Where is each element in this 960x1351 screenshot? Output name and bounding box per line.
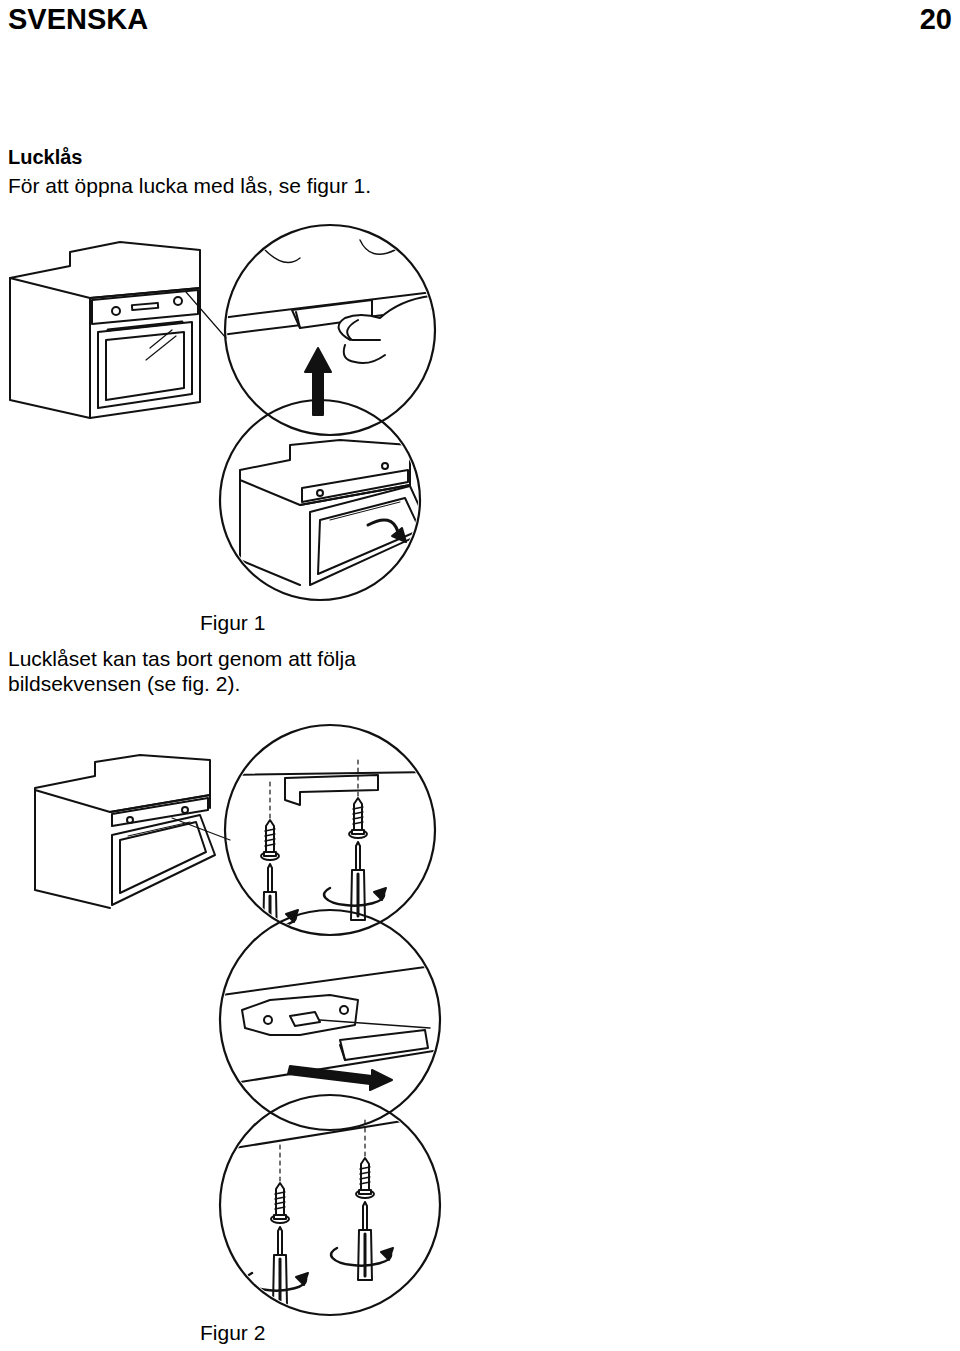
up-arrow <box>305 348 331 415</box>
instruction-text: För att öppna lucka med lås, se figur 1. <box>8 173 371 198</box>
instruction-text: Lucklåset kan tas bort genom att följa b… <box>8 646 448 696</box>
oven-drawing <box>35 755 230 908</box>
oven-open-door <box>240 440 430 585</box>
latch-detail <box>220 240 460 410</box>
detail-circle <box>220 1095 440 1315</box>
latch-removal <box>222 965 440 1090</box>
detail-circle <box>220 910 440 1130</box>
section-heading: Lucklås <box>8 145 82 169</box>
figure-caption: Figur 1 <box>200 610 265 635</box>
oven-drawing <box>10 242 226 418</box>
plate-screws <box>222 1115 440 1305</box>
page-number: 20 <box>920 2 952 37</box>
language-header: SVENSKA <box>8 2 148 37</box>
latch-screws <box>222 760 440 942</box>
detail-circle <box>225 725 435 935</box>
figure-caption: Figur 2 <box>200 1320 265 1345</box>
